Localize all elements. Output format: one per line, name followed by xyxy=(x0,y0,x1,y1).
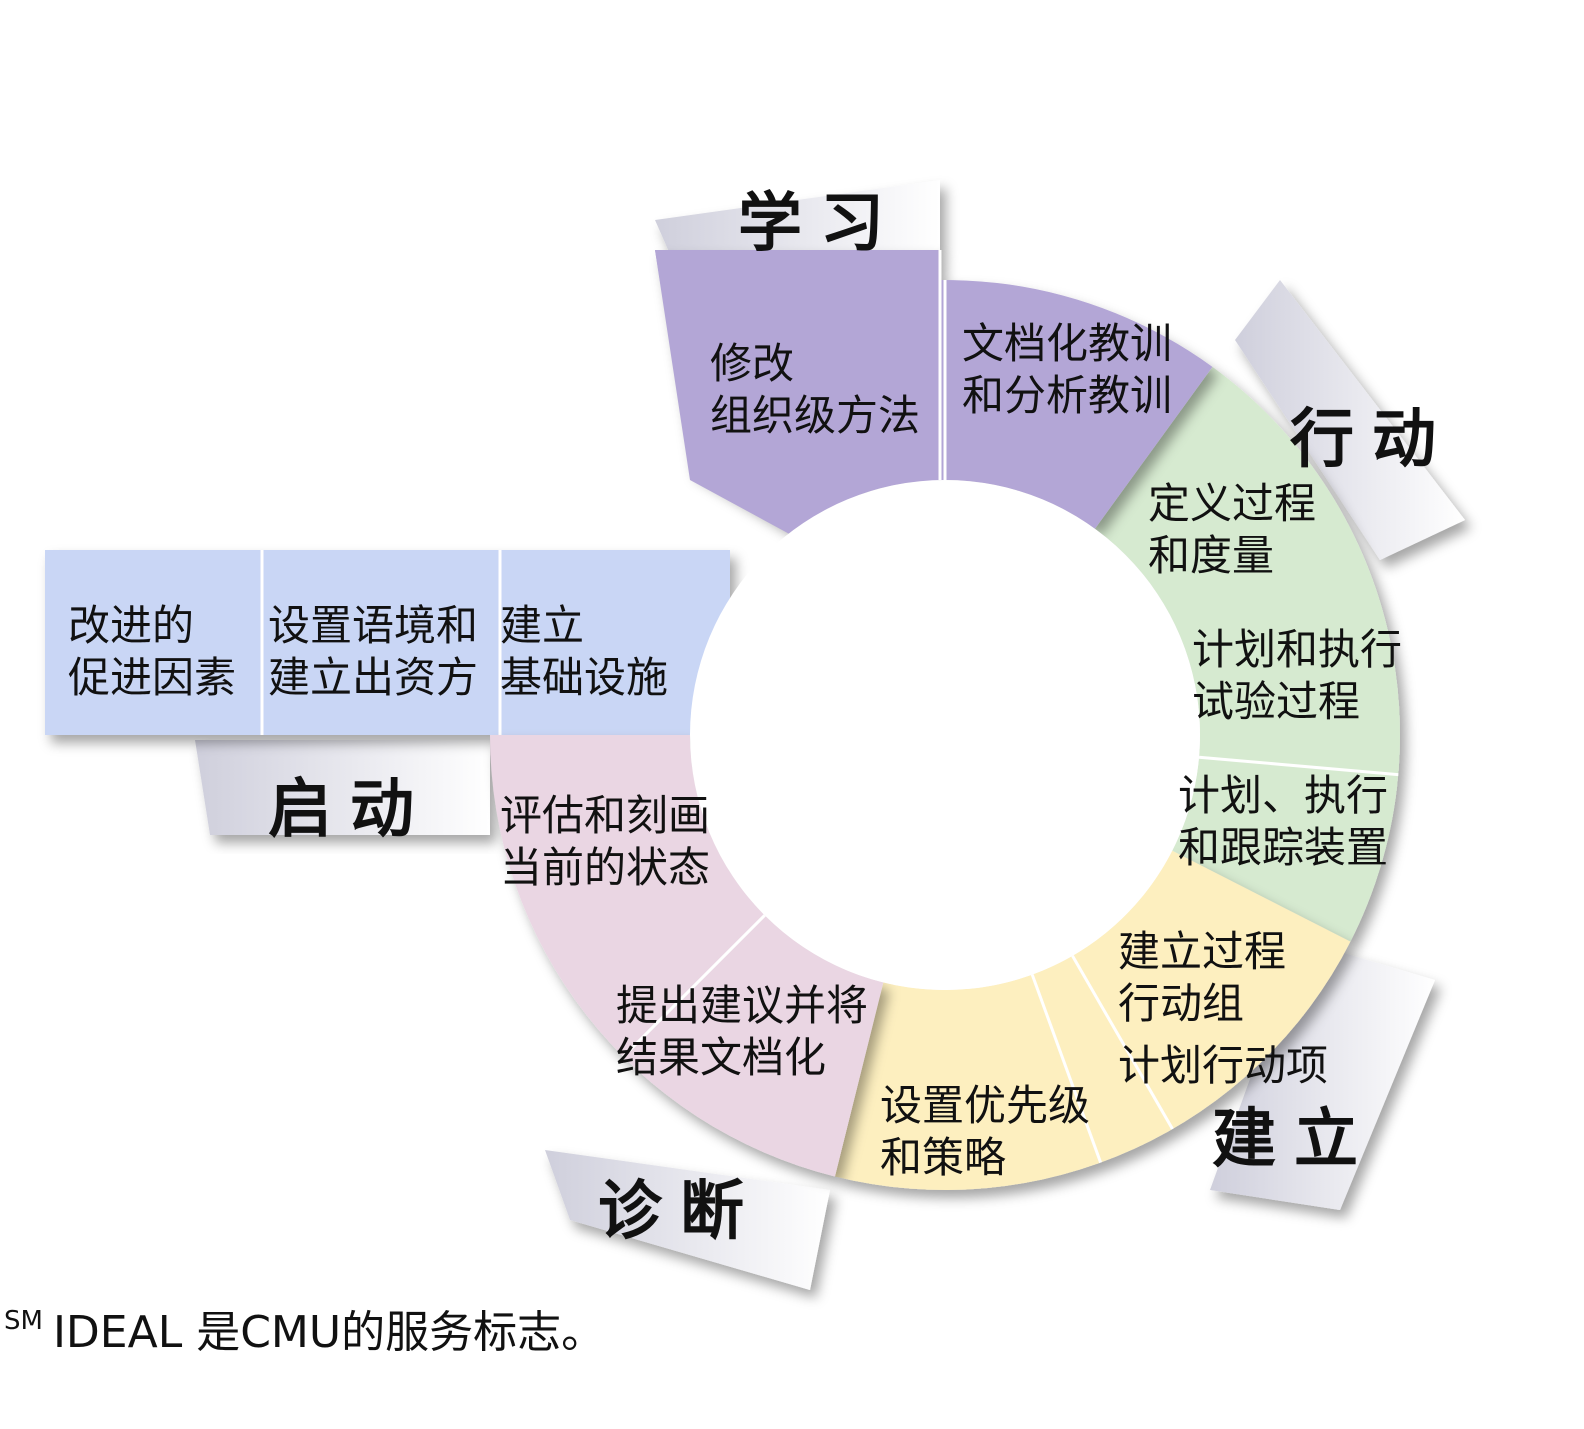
phase-label-establishing: 建立 xyxy=(1212,1103,1376,1177)
tab-initiating xyxy=(195,740,490,835)
phase-label-initiating: 启动 xyxy=(268,773,432,847)
step-define-processes: 定义过程 和度量 xyxy=(1148,479,1317,580)
step-stimulus: 改进的 促进因素 xyxy=(68,601,237,702)
footnote-text: IDEAL 是CMU的服务标志。 xyxy=(52,1307,606,1358)
step-priorities: 设置优先级 和策略 xyxy=(880,1081,1091,1182)
step-plan-actions: 计划行动项 xyxy=(1118,1041,1329,1090)
divider xyxy=(1071,955,1174,1130)
step-plan-track: 计划、执行 和跟踪装置 xyxy=(1178,771,1389,872)
tab-diagnosing xyxy=(545,1150,830,1290)
divider xyxy=(1198,755,1399,777)
phase-label-diagnosing: 诊断 xyxy=(598,1175,762,1249)
step-revise-approach: 修改 组织级方法 xyxy=(710,339,921,440)
tab-acting xyxy=(1235,280,1465,560)
ring-center xyxy=(690,480,1200,990)
learning-arrow xyxy=(655,250,940,575)
segment-establishing xyxy=(834,850,1351,1190)
segment-initiating xyxy=(45,550,730,735)
segment-diagnosing xyxy=(490,735,884,1177)
footnote: SM IDEAL 是CMU的服务标志。 xyxy=(4,1296,605,1360)
divider xyxy=(1030,974,1103,1164)
tab-establishing xyxy=(1210,940,1435,1210)
step-set-context: 设置语境和 建立出资方 xyxy=(268,601,479,702)
step-document-lessons: 文档化教训 和分析教训 xyxy=(962,319,1173,420)
phase-label-acting: 行动 xyxy=(1290,403,1454,477)
step-pilot-process: 计划和执行 试验过程 xyxy=(1192,625,1403,726)
phase-label-learning: 学习 xyxy=(738,187,902,261)
step-infrastructure: 建立 基础设施 xyxy=(500,601,669,702)
step-action-teams: 建立过程 行动组 xyxy=(1118,927,1287,1028)
service-mark: SM xyxy=(4,1306,43,1336)
divider xyxy=(622,914,766,1058)
step-characterize-state: 评估和刻画 当前的状态 xyxy=(500,791,711,892)
segment-acting xyxy=(1094,366,1400,942)
step-recommendations: 提出建议并将 结果文档化 xyxy=(616,981,869,1082)
